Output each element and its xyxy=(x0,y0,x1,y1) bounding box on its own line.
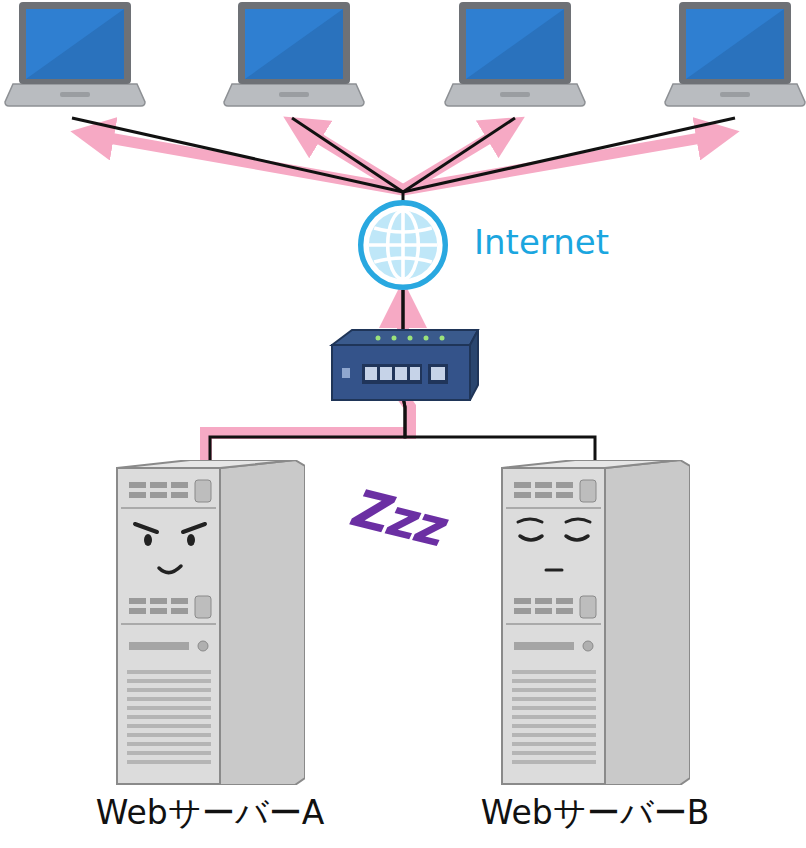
laptop xyxy=(445,2,585,106)
traffic-arrows xyxy=(92,128,718,190)
web-server: WebサーバーA xyxy=(115,460,305,785)
server-label: WebサーバーB xyxy=(481,791,710,836)
network-label: Internet xyxy=(474,222,609,262)
server-tower xyxy=(500,460,690,785)
laptop xyxy=(5,2,145,106)
laptop xyxy=(665,2,805,106)
laptop xyxy=(224,2,364,106)
internet-globe: Internet xyxy=(358,200,448,290)
network-wires xyxy=(72,118,735,205)
sleep-mark: Zzz xyxy=(347,478,451,559)
globe-icon xyxy=(358,200,448,290)
web-server: WebサーバーB xyxy=(500,460,690,785)
network-hub xyxy=(332,330,478,400)
network-cable xyxy=(403,290,595,460)
server-tower xyxy=(115,460,305,785)
server-label: WebサーバーA xyxy=(96,791,325,836)
